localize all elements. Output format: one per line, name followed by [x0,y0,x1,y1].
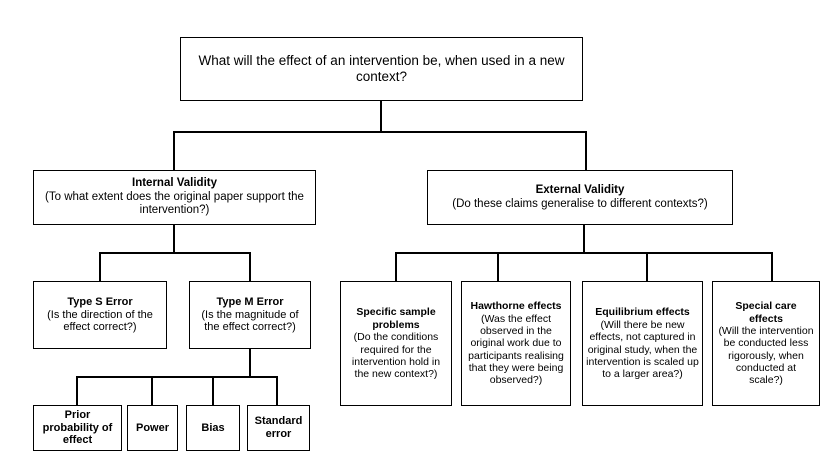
connector-typem-to-bias [212,376,214,405]
connector-external-to-equilibrium [646,252,648,282]
type-m-error-title: Type M Error [216,295,284,308]
connector-root-to-internal [173,131,175,170]
connector-external-to-sample [395,252,397,282]
connector-root-bar [173,131,587,133]
bias-label: Bias [201,421,225,434]
hawthorne-effects-title: Hawthorne effects [470,300,562,313]
type-s-error-subtitle: (Is the direction of the effect correct?… [47,308,153,334]
node-bias[interactable]: Bias [186,405,240,451]
node-external-validity[interactable]: External Validity (Do these claims gener… [427,170,733,225]
external-validity-title: External Validity [535,183,625,196]
connector-external-bar [395,252,773,254]
connector-internal-stem [173,225,175,254]
special-care-effects-title: Special care effects [735,300,797,325]
node-special-care-effects[interactable]: Special care effects (Will the intervent… [712,281,820,406]
standard-error-label: Standard error [254,415,303,440]
connector-typem-to-prior [76,376,78,405]
external-validity-subtitle: (Do these claims generalise to different… [452,197,708,210]
power-label: Power [135,421,169,434]
special-care-effects-subtitle: (Will the intervention be conducted less… [718,324,814,387]
connector-typem-to-standard-error [276,376,278,405]
connector-external-to-hawthorne [497,252,499,282]
node-standard-error[interactable]: Standard error [247,405,310,451]
specific-sample-problems-title: Specific sample problems [356,306,436,331]
connector-typem-bar [76,376,277,378]
node-type-s-error[interactable]: Type S Error (Is the direction of the ef… [33,281,167,349]
connector-typem-to-power [151,376,153,405]
type-m-error-subtitle: (Is the magnitude of the effect correct?… [201,308,299,334]
node-hawthorne-effects[interactable]: Hawthorne effects (Was the effect observ… [461,281,571,406]
node-type-m-error[interactable]: Type M Error (Is the magnitude of the ef… [189,281,311,349]
connector-internal-bar [99,252,251,254]
connector-internal-to-types [99,252,101,281]
internal-validity-title: Internal Validity [132,177,217,190]
type-s-error-title: Type S Error [67,295,133,308]
internal-validity-subtitle: (To what extent does the original paper … [45,190,304,217]
node-internal-validity[interactable]: Internal Validity (To what extent does t… [33,170,316,225]
connector-root-to-external [585,131,587,170]
node-root-question[interactable]: What will the effect of an intervention … [180,37,583,101]
specific-sample-problems-subtitle: (Do the conditions required for the inte… [351,331,441,381]
equilibrium-effects-subtitle: (Will there be new effects, not captured… [586,318,699,381]
connector-typem-stem [249,349,251,378]
connector-external-to-special-care [771,252,773,282]
prior-probability-label: Prior probability of effect [42,408,113,447]
connector-external-stem [583,225,585,253]
node-prior-probability-of-effect[interactable]: Prior probability of effect [33,405,122,451]
root-question-text: What will the effect of an intervention … [198,53,565,84]
node-specific-sample-problems[interactable]: Specific sample problems (Do the conditi… [340,281,452,406]
connector-internal-to-typem [249,252,251,281]
hawthorne-effects-subtitle: (Was the effect observed in the original… [468,312,564,387]
node-equilibrium-effects[interactable]: Equilibrium effects (Will there be new e… [582,281,703,406]
connector-root-stem [380,101,382,132]
node-power[interactable]: Power [127,405,178,451]
equilibrium-effects-title: Equilibrium effects [595,306,690,319]
